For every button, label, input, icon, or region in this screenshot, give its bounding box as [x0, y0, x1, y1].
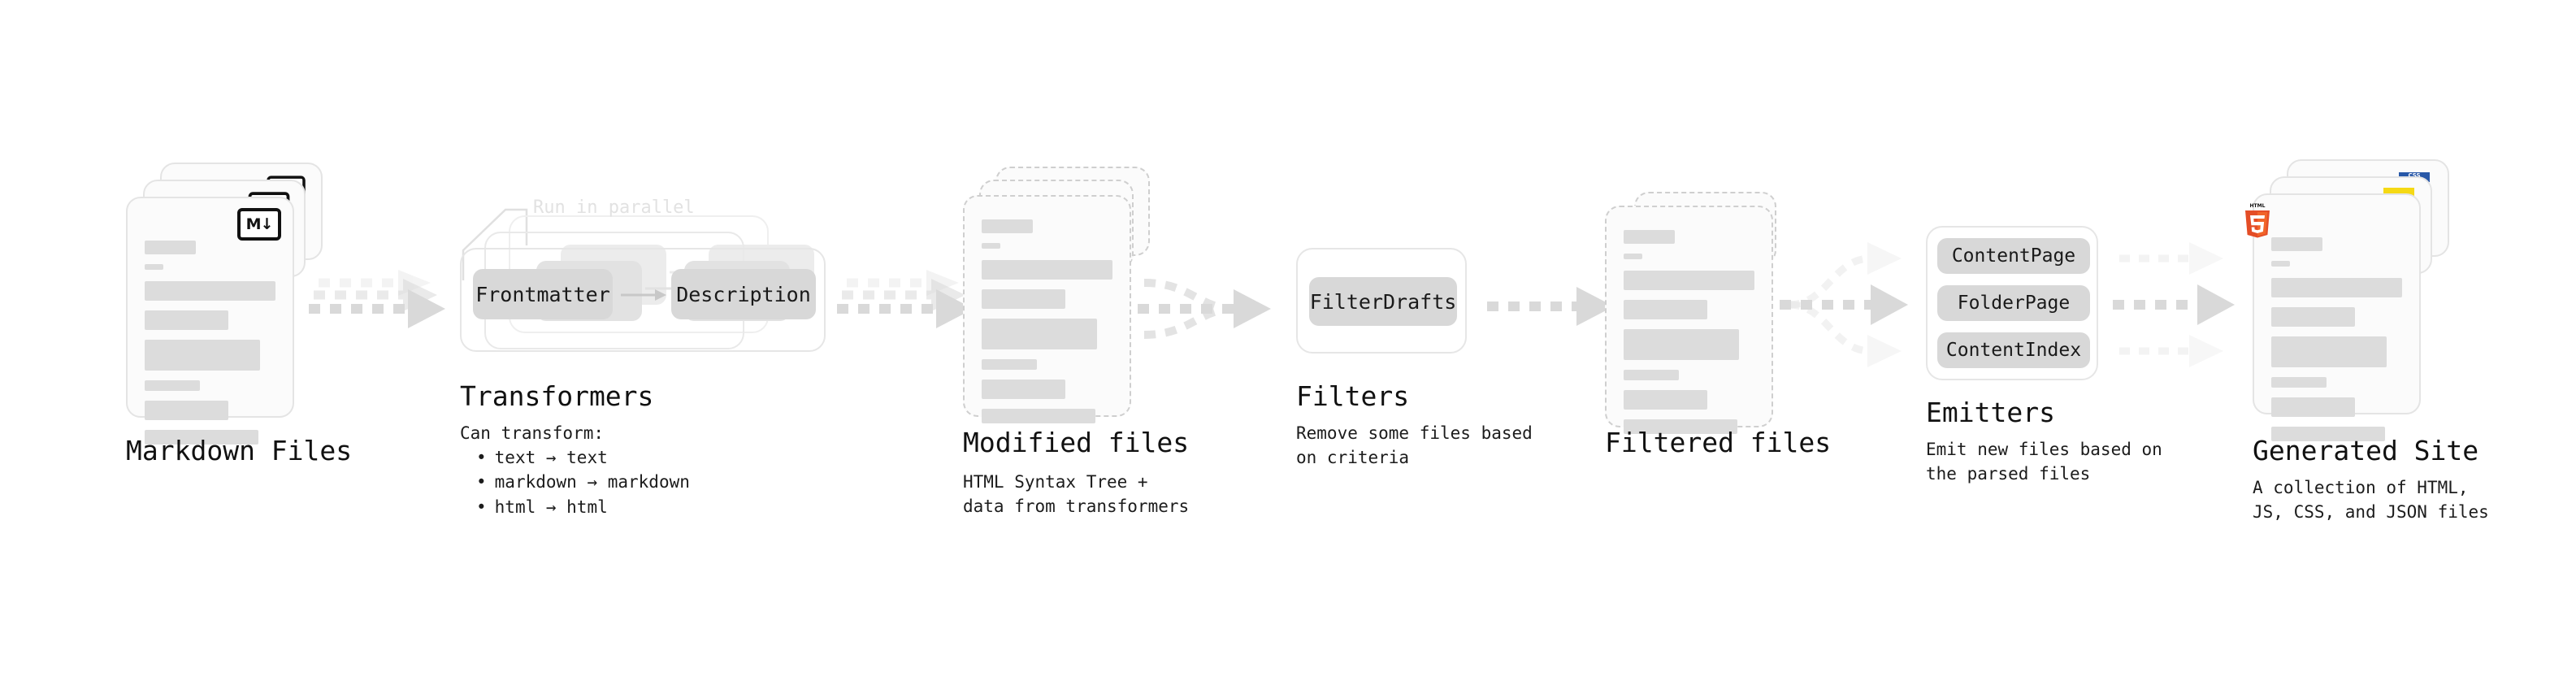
emitters-title: Emitters: [1926, 397, 2055, 428]
placeholder-bar: [982, 243, 1000, 249]
html5-icon: HTML: [2241, 202, 2274, 239]
connector-modified-to-filters: [1138, 279, 1271, 339]
placeholder-bar: [982, 409, 1096, 423]
transformer-chip-description[interactable]: Description: [671, 269, 816, 319]
bullet-item: html → html: [476, 495, 690, 519]
placeholder-bar: [2271, 307, 2356, 327]
placeholder-bar: [145, 401, 229, 420]
filters-title: Filters: [1296, 380, 1410, 412]
placeholder-bar: [1624, 254, 1642, 259]
placeholder-bar: [145, 264, 163, 270]
emitter-chip-contentpage[interactable]: ContentPage: [1937, 238, 2090, 274]
transformer-chip-frontmatter[interactable]: Frontmatter: [473, 269, 613, 319]
modified-card-front: [963, 195, 1131, 423]
placeholder-bar: [982, 359, 1037, 370]
placeholder-bar: [1624, 419, 1738, 434]
placeholder-bar: [145, 340, 260, 371]
placeholder-bar: [145, 281, 275, 301]
generated-card-front-html: HTML: [2245, 193, 2421, 441]
transformers-subtitle-heading: Can transform:: [460, 423, 605, 443]
card-placeholder-body: [982, 219, 1112, 433]
placeholder-bar: [2271, 237, 2322, 251]
modified-files-title: Modified files: [963, 427, 1190, 458]
transformers-bullet-list: text → text markdown → markdown html → h…: [460, 445, 690, 519]
modified-files-subtitle: HTML Syntax Tree + data from transformer…: [963, 472, 1190, 517]
placeholder-bar: [145, 430, 259, 445]
placeholder-bar: [2271, 261, 2290, 267]
connector-transformers-to-modified: [837, 270, 974, 328]
placeholder-bar: [982, 319, 1097, 349]
placeholder-bar: [1624, 230, 1675, 244]
placeholder-bar: [1624, 390, 1708, 410]
transform-arrow-icon: [621, 289, 666, 301]
placeholder-bar: [1624, 271, 1754, 290]
connector-filtered-to-emitters: [1780, 242, 1908, 367]
transformers-title: Transformers: [460, 380, 654, 412]
placeholder-bar: [982, 219, 1033, 233]
placeholder-bar: [145, 310, 229, 330]
connector-markdown-to-transformers: [309, 270, 445, 328]
svg-text:HTML: HTML: [2250, 203, 2266, 209]
filters-subtitle: Remove some files based on criteria: [1296, 423, 1533, 468]
placeholder-bar: [1624, 329, 1739, 360]
placeholder-bar: [2271, 397, 2356, 417]
placeholder-bar: [1624, 370, 1679, 380]
markdown-files-title: Markdown Files: [126, 435, 353, 466]
emitters-box: ContentPage FolderPage ContentIndex: [1926, 226, 2098, 380]
bullet-item: markdown → markdown: [476, 470, 690, 494]
generated-site-subtitle: A collection of HTML, JS, CSS, and JSON …: [2253, 478, 2489, 523]
emitter-chip-contentindex[interactable]: ContentIndex: [1937, 332, 2090, 368]
filters-box: FilterDrafts: [1296, 248, 1467, 354]
placeholder-bar: [2271, 336, 2387, 367]
placeholder-bar: [145, 380, 200, 391]
markdown-icon: M↓: [237, 208, 281, 241]
emitter-chip-folderpage[interactable]: FolderPage: [1937, 285, 2090, 321]
markdown-card-front: M↓: [126, 197, 294, 445]
placeholder-bar: [145, 241, 196, 254]
generated-site-title: Generated Site: [2253, 435, 2479, 466]
run-in-parallel-label: Run in parallel: [533, 197, 695, 218]
card-placeholder-body: [145, 241, 275, 454]
transformer-box-front: Frontmatter Description: [460, 248, 826, 352]
connector-filters-to-filtered: [1487, 287, 1614, 326]
placeholder-bar: [982, 380, 1066, 399]
card-placeholder-body: [1624, 230, 1754, 444]
filtered-card-front: [1605, 206, 1773, 434]
placeholder-bar: [982, 289, 1066, 309]
placeholder-bar: [1624, 300, 1708, 319]
placeholder-bar: [982, 260, 1112, 280]
placeholder-bar: [2271, 427, 2386, 441]
card-placeholder-body: [2271, 237, 2402, 451]
emitters-subtitle: Emit new files based on the parsed files: [1926, 440, 2162, 484]
filter-chip-filterdrafts[interactable]: FilterDrafts: [1309, 277, 1457, 326]
placeholder-bar: [2271, 278, 2402, 297]
filtered-files-title: Filtered files: [1605, 427, 1832, 458]
connector-emitters-to-site: [2113, 242, 2235, 367]
bullet-item: text → text: [476, 445, 690, 470]
placeholder-bar: [2271, 377, 2327, 388]
